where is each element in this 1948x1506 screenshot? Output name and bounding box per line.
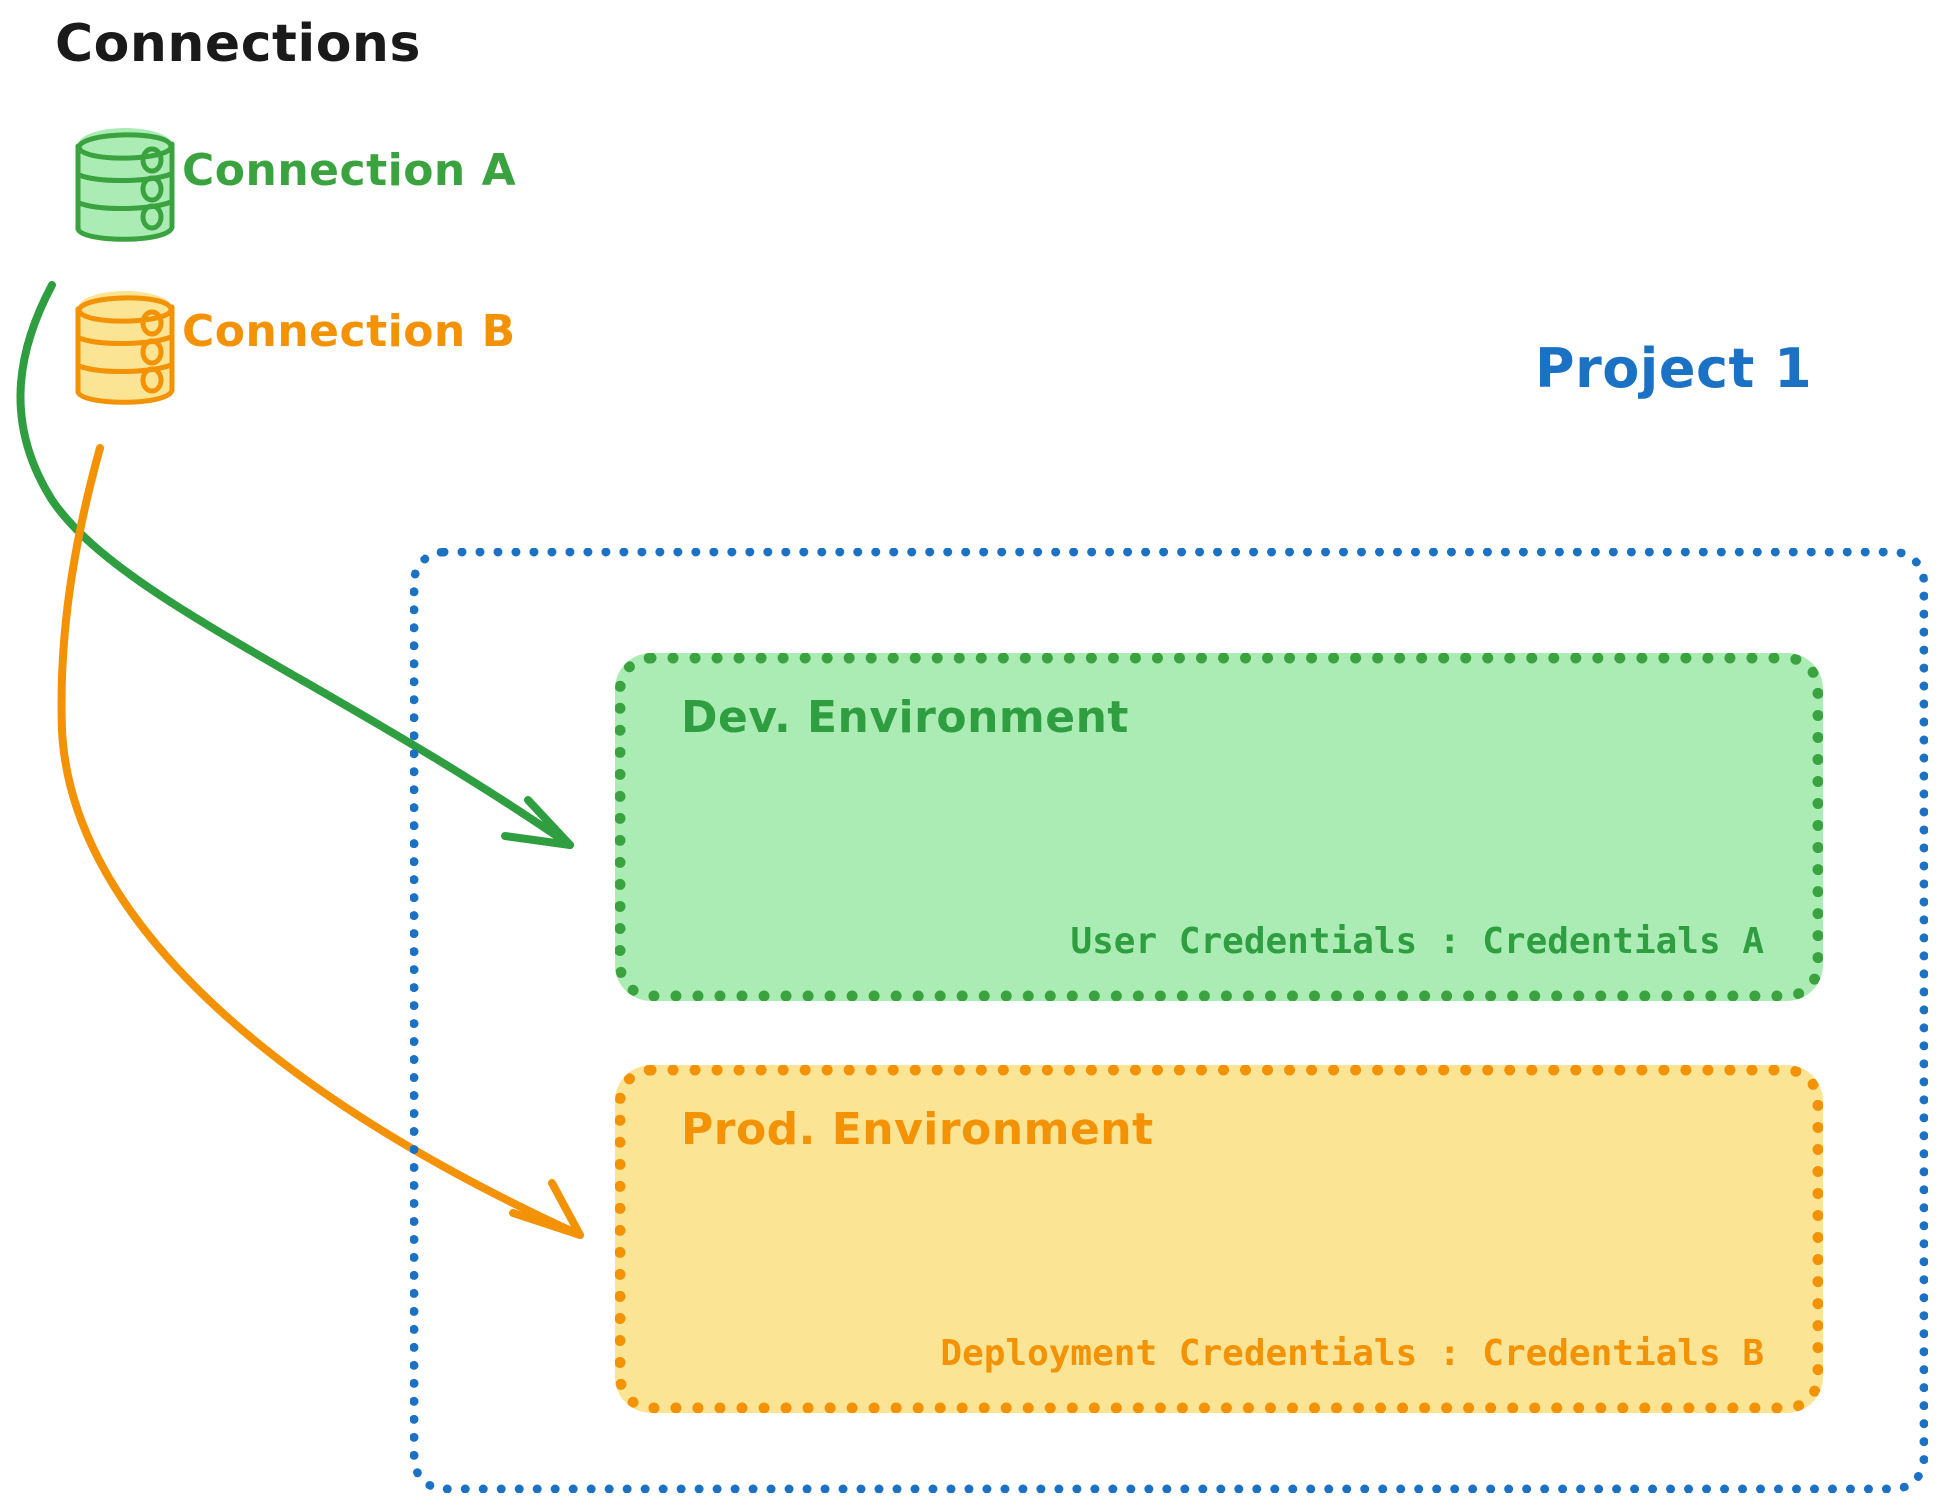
database-icon-connection-a: [75, 128, 175, 242]
page-title: Connections: [55, 14, 421, 74]
dev-environment-title: Dev. Environment: [681, 692, 1129, 743]
project-label: Project 1: [1535, 337, 1813, 400]
prod-environment-container: Prod. Environment Deployment Credentials…: [615, 1065, 1823, 1413]
project-container: [410, 548, 1928, 1493]
prod-environment-title: Prod. Environment: [681, 1104, 1154, 1155]
dev-environment-credentials: User Credentials : Credentials A: [1070, 921, 1764, 962]
connection-a-label: Connection A: [182, 145, 517, 196]
prod-environment-credentials: Deployment Credentials : Credentials B: [940, 1333, 1764, 1374]
dev-environment-container: Dev. Environment User Credentials : Cred…: [615, 653, 1823, 1001]
database-icon-connection-b: [75, 291, 175, 405]
connection-b-label: Connection B: [182, 306, 516, 357]
